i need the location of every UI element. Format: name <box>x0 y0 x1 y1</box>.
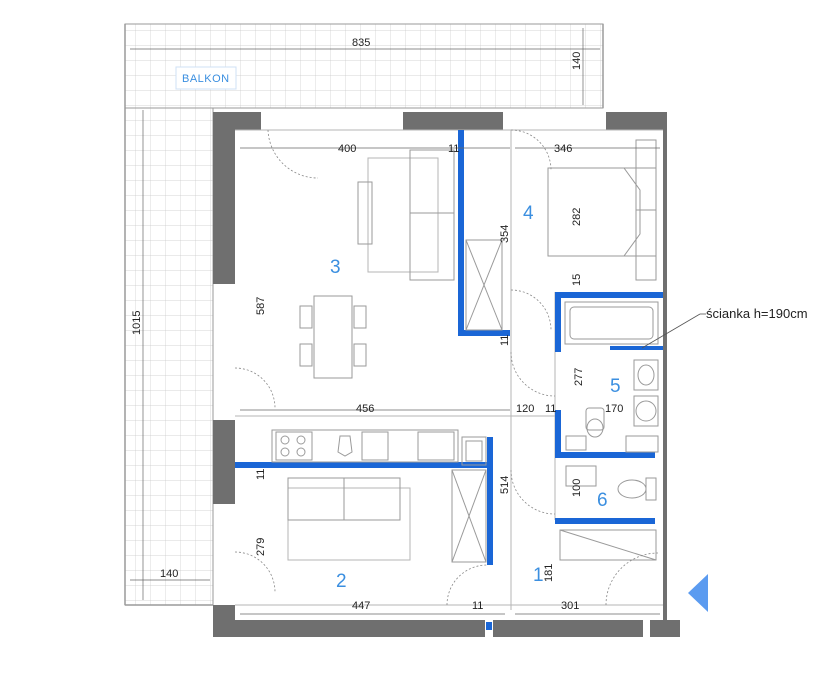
room-number-5: 5 <box>610 376 621 397</box>
dim-bath-depth: 277 <box>573 368 585 386</box>
bed <box>547 139 657 281</box>
dim-bedroom-depth: 282 <box>571 208 583 226</box>
exterior-walls <box>213 112 680 637</box>
dim-entry-width: 301 <box>561 600 579 612</box>
dim-bedroom-width: 346 <box>554 143 572 155</box>
room-number-1: 1 <box>533 565 544 586</box>
wardrobe-4 <box>465 239 503 331</box>
dim-living-width: 400 <box>338 143 356 155</box>
entrance-arrow-icon <box>688 574 708 612</box>
dim-corridor-length: 514 <box>499 476 511 494</box>
sofa-2 <box>287 477 401 521</box>
dim-bath-wall-side: 11 <box>499 335 511 346</box>
dim-balcony-width: 835 <box>352 37 370 49</box>
note-leader <box>641 313 701 349</box>
dim-room2-width: 447 <box>352 600 370 612</box>
balcony-label: BALKON <box>182 73 230 85</box>
bathroom-fixtures <box>565 359 659 453</box>
kitchen-counter <box>271 429 487 466</box>
doors <box>234 129 659 606</box>
dim-kitchen-width: 456 <box>356 403 374 415</box>
balcony <box>124 23 604 606</box>
dim-kitchen-wall: 11 <box>255 469 267 480</box>
dim-entry-depth: 181 <box>543 564 555 582</box>
partition-note: ścianka h=190cm <box>706 306 808 321</box>
dim-room2-depth: 279 <box>255 538 267 556</box>
dim-balcony-depth-top: 140 <box>571 52 583 70</box>
dim-bath-width: 170 <box>605 403 623 415</box>
dim-bath-wall-top: 15 <box>571 274 583 286</box>
wc-fixtures <box>565 465 657 501</box>
dim-bedroom-side: 354 <box>499 225 511 243</box>
room-number-3: 3 <box>330 257 341 278</box>
dim-entry-wall: 11 <box>472 600 483 612</box>
dim-hall-width: 120 <box>516 403 534 415</box>
sofa <box>357 149 455 281</box>
dim-living-depth: 587 <box>255 297 267 315</box>
dim-bath-wall-mid: 11 <box>545 403 556 415</box>
room-number-6: 6 <box>597 490 608 511</box>
dim-balcony-length: 1015 <box>131 311 143 335</box>
dining-table <box>299 295 367 379</box>
dimension-lines <box>130 28 660 615</box>
dim-balcony-depth-bottom: 140 <box>160 568 178 580</box>
dim-living-wall-gap: 11 <box>448 143 459 155</box>
room-number-4: 4 <box>523 203 534 224</box>
bathtub <box>564 301 659 345</box>
room-number-2: 2 <box>336 571 347 592</box>
wardrobe-hall <box>451 469 657 563</box>
dim-wc-depth: 100 <box>571 479 583 497</box>
interior-lines <box>235 129 663 610</box>
partitions <box>235 130 663 630</box>
